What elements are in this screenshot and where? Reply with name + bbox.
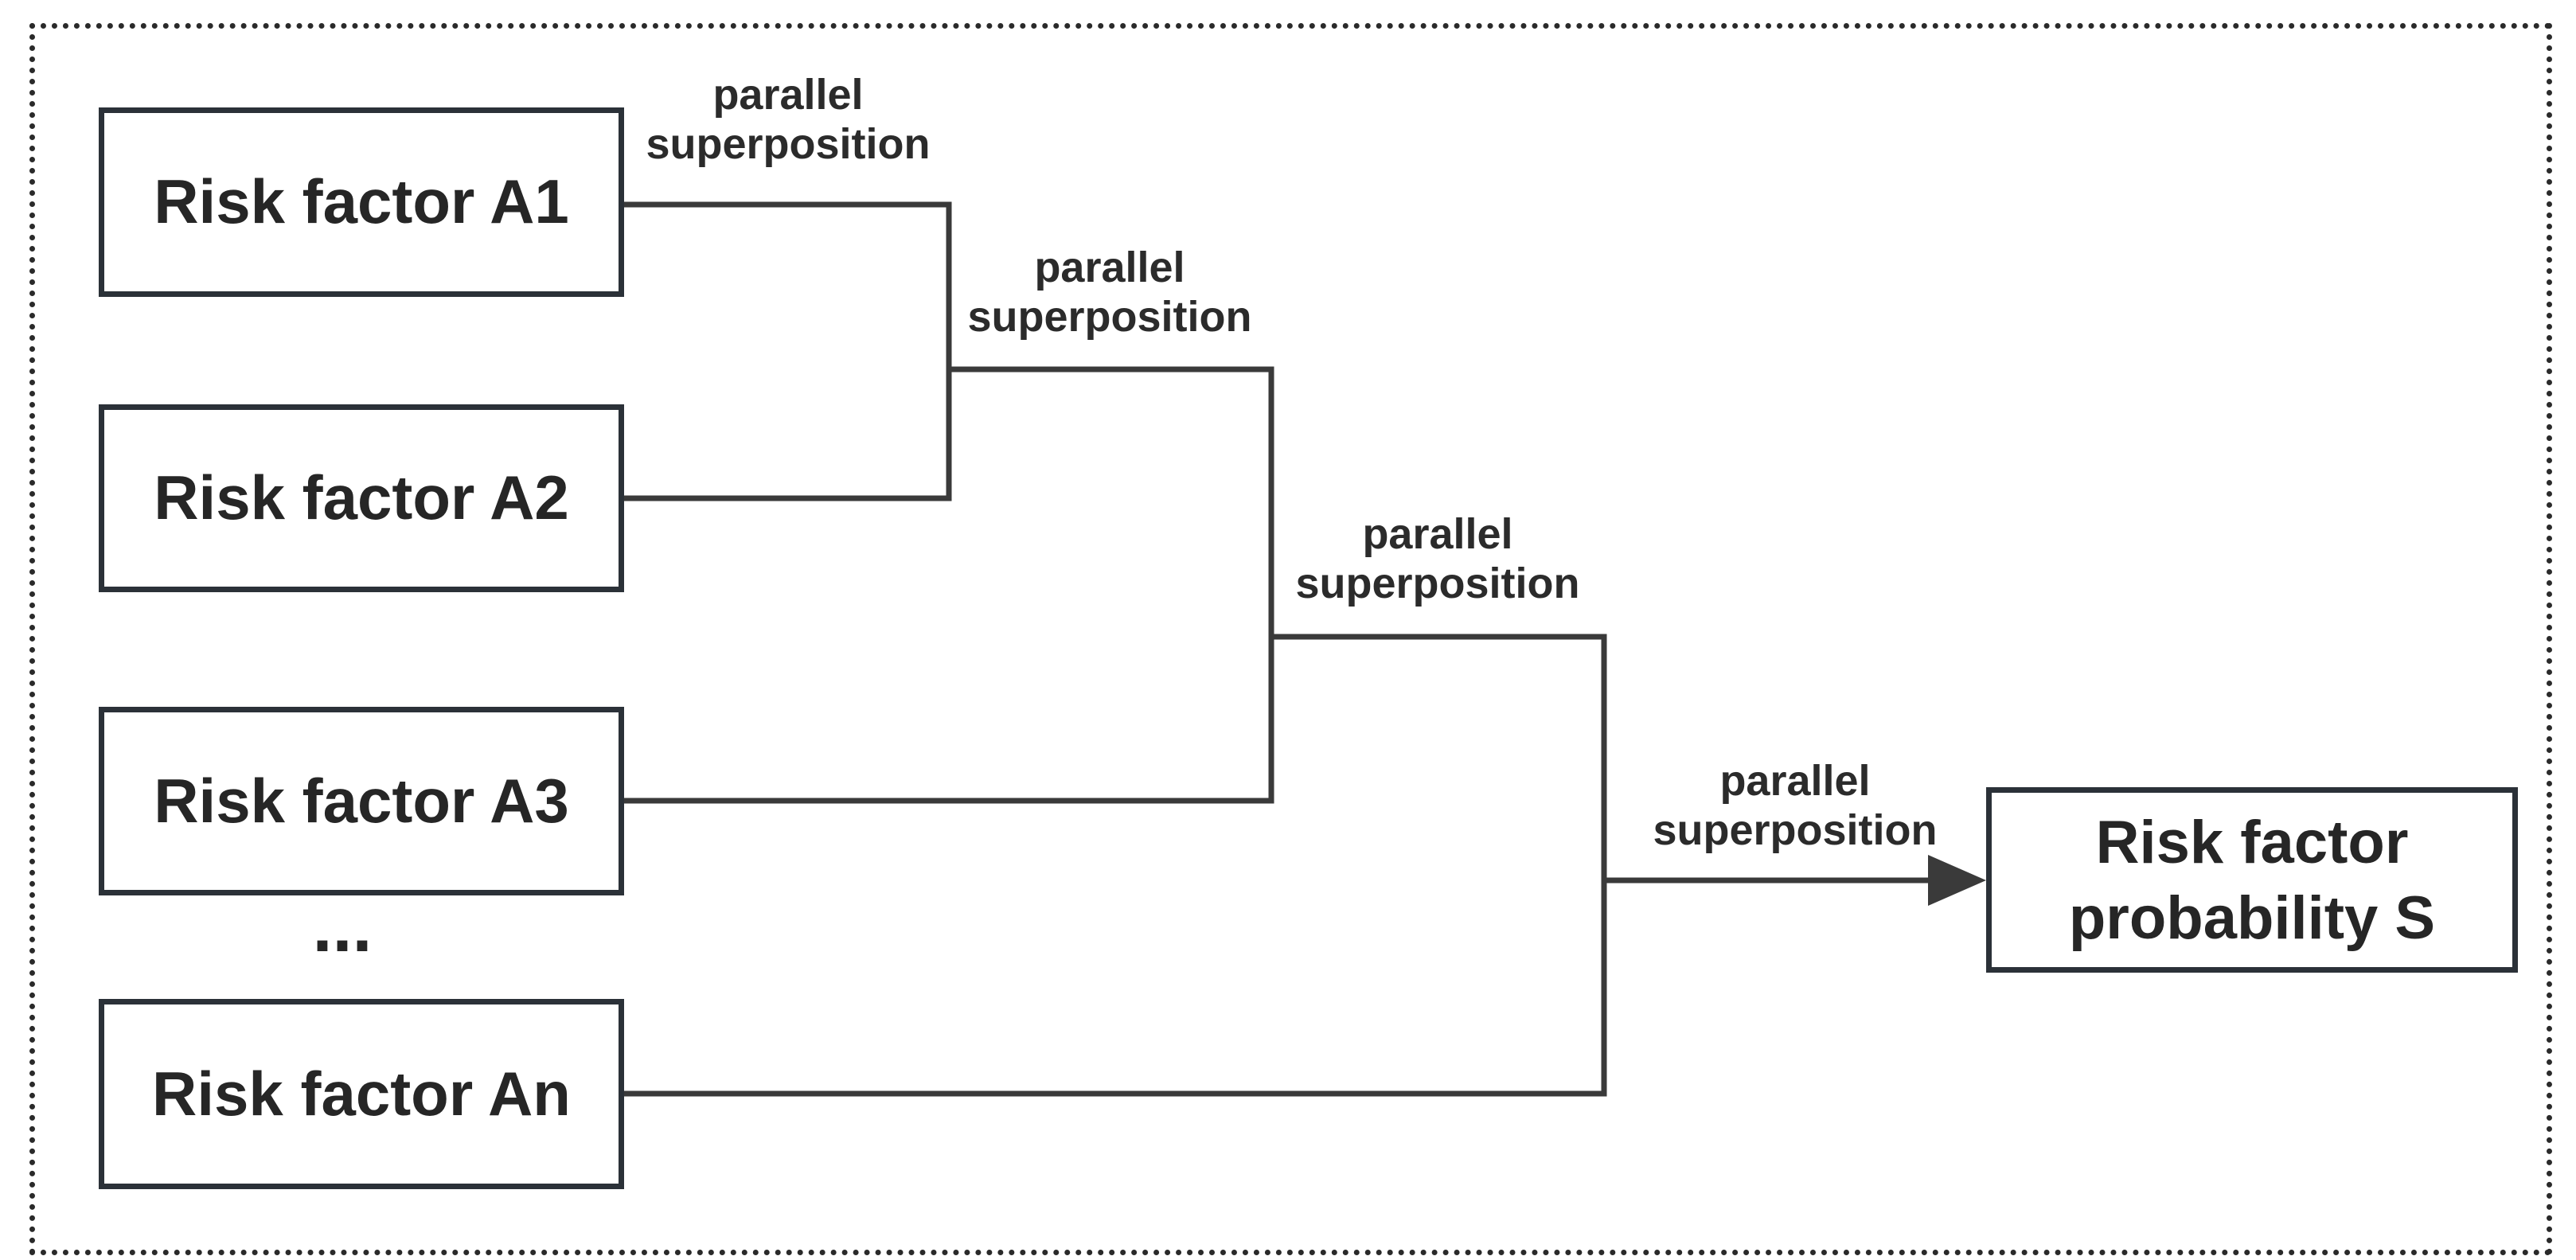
connector-label-1-line2: superposition bbox=[646, 120, 931, 169]
node-risk-factor-probability-s: Risk factor probability S bbox=[1986, 787, 2518, 973]
connector-merge1-a3 bbox=[624, 366, 1274, 804]
connector-label-parallel-superposition-4: parallel superposition bbox=[1588, 756, 2002, 855]
connector-label-2-line2: superposition bbox=[967, 293, 1252, 341]
arrowhead-icon bbox=[1928, 855, 1986, 906]
node-risk-factor-a1: Risk factor A1 bbox=[99, 107, 624, 297]
connector-merge2-an bbox=[624, 634, 1607, 1097]
connector-label-4-line2: superposition bbox=[1653, 806, 1938, 855]
connector-label-parallel-superposition-3: parallel superposition bbox=[1231, 509, 1645, 608]
node-risk-factor-an-label: Risk factor An bbox=[152, 1058, 571, 1129]
connector-a1-a2-merge bbox=[624, 201, 952, 501]
node-risk-factor-a3: Risk factor A3 bbox=[99, 707, 624, 895]
connector-label-parallel-superposition-1: parallel superposition bbox=[581, 70, 995, 169]
node-risk-factor-a2-label: Risk factor A2 bbox=[154, 462, 569, 533]
node-risk-factor-a2: Risk factor A2 bbox=[99, 404, 624, 592]
connector-label-3-line1: parallel bbox=[1362, 510, 1513, 558]
connector-label-parallel-superposition-2: parallel superposition bbox=[903, 243, 1317, 341]
ellipsis-more-factors: ... bbox=[312, 887, 373, 967]
connector-label-2-line1: parallel bbox=[1034, 244, 1185, 291]
node-s-label-line2: probability S bbox=[2068, 884, 2436, 952]
connector-label-3-line2: superposition bbox=[1295, 560, 1580, 608]
node-risk-factor-an: Risk factor An bbox=[99, 999, 624, 1189]
node-s-label-line1: Risk factor bbox=[2095, 808, 2409, 876]
node-risk-factor-a1-label: Risk factor A1 bbox=[154, 166, 569, 237]
connector-label-4-line1: parallel bbox=[1719, 757, 1871, 805]
dotted-border-frame bbox=[29, 23, 2552, 1255]
connector-label-1-line1: parallel bbox=[712, 71, 864, 119]
node-risk-factor-a3-label: Risk factor A3 bbox=[154, 765, 569, 836]
